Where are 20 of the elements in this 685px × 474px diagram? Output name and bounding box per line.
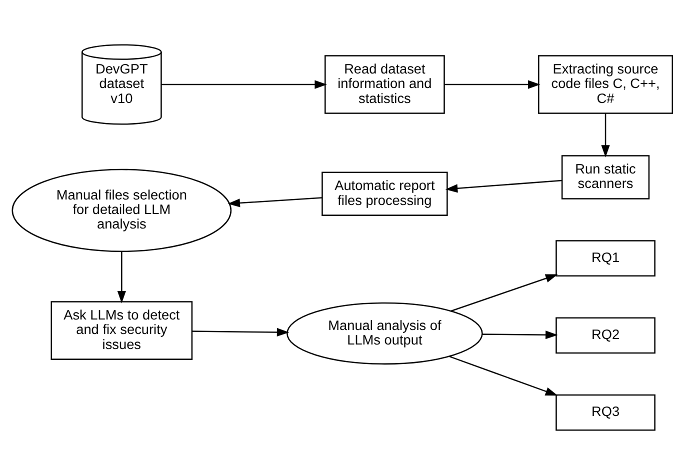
node-box: RQ2 xyxy=(556,316,656,354)
node-box: Extracting source code files C, C++, C# xyxy=(538,54,674,114)
arrow xyxy=(450,274,558,312)
node-box: RQ3 xyxy=(556,394,656,430)
arrow xyxy=(601,112,610,157)
node-box: Read dataset information and statistics xyxy=(324,54,445,114)
arrow xyxy=(228,196,322,207)
node-box: RQ1 xyxy=(556,240,656,276)
node-ellipse: Manual analysis of LLMs output xyxy=(286,302,483,364)
node-ellipse: Manual files selection for detailed LLM analysis xyxy=(12,168,232,252)
arrow xyxy=(192,327,290,336)
node-box: Automatic report files processing xyxy=(322,171,448,216)
arrow xyxy=(444,80,540,88)
node-box: Run static scanners xyxy=(561,154,650,199)
arrow xyxy=(448,355,558,396)
arrow xyxy=(445,179,562,192)
node-box: Ask LLMs to detect and fix security issues xyxy=(50,300,193,360)
arrow xyxy=(161,80,328,88)
arrow xyxy=(482,330,558,339)
arrow xyxy=(117,250,126,303)
